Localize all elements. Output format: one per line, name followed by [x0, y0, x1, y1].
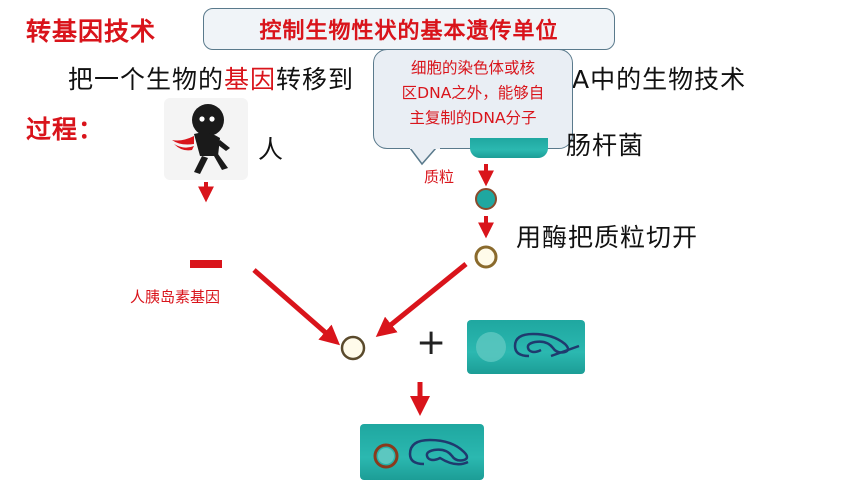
page-title: 转基因技术: [26, 17, 157, 46]
human-label: 人: [258, 135, 285, 164]
arrow-plasmid-to-recombinant: [375, 262, 468, 338]
recombinant-plasmid-circle: [340, 335, 366, 361]
definition-part1: 把一个生物的: [68, 65, 225, 94]
plasmid-definition-callout: 细胞的染色体或核 区DNA之外，能够自 主复制的DNA分子: [373, 49, 573, 149]
cut-plasmid-label: 用酶把质粒切开: [516, 223, 699, 252]
definition-line-end: A中的生物技术: [572, 60, 746, 96]
definition-part4: A中的生物技术: [572, 65, 747, 94]
insulin-gene-segment: [190, 260, 222, 268]
host-bacterium: [467, 320, 585, 374]
gene-definition-text: 控制生物性状的基本遗传单位: [259, 19, 559, 44]
bacterial-dna-icon: [476, 332, 580, 362]
ecoli-cell: [470, 138, 548, 158]
process-label: 过程：: [26, 115, 105, 144]
gene-definition-callout: 控制生物性状的基本遗传单位: [203, 8, 615, 50]
plasmid-circle: [475, 188, 497, 210]
plasmid-definition-line3: 主复制的DNA分子: [409, 109, 537, 127]
callout-pointer: [410, 148, 440, 166]
definition-part3: 转移到: [276, 65, 355, 94]
engineered-bacterium: [360, 424, 484, 480]
person-figure: [164, 98, 248, 180]
running-person-icon: [172, 104, 230, 174]
engineered-bacterium-icon: [373, 438, 469, 469]
definition-line: 把一个生物的基因转移到: [68, 60, 354, 96]
ecoli-label: 肠杆菌: [566, 131, 645, 160]
plasmid-definition-line2: 区DNA之外，能够自: [401, 84, 545, 102]
insulin-gene-label: 人胰岛素基因: [130, 288, 221, 306]
arrow-gene-to-recombinant: [252, 268, 341, 346]
plasmid-definition-line1: 细胞的染色体或核: [410, 59, 535, 77]
plus-sign: +: [416, 322, 447, 363]
plasmid-label: 质粒: [424, 168, 455, 186]
cut-plasmid-circle: [474, 245, 498, 269]
definition-gene-highlight: 基因: [224, 65, 277, 94]
